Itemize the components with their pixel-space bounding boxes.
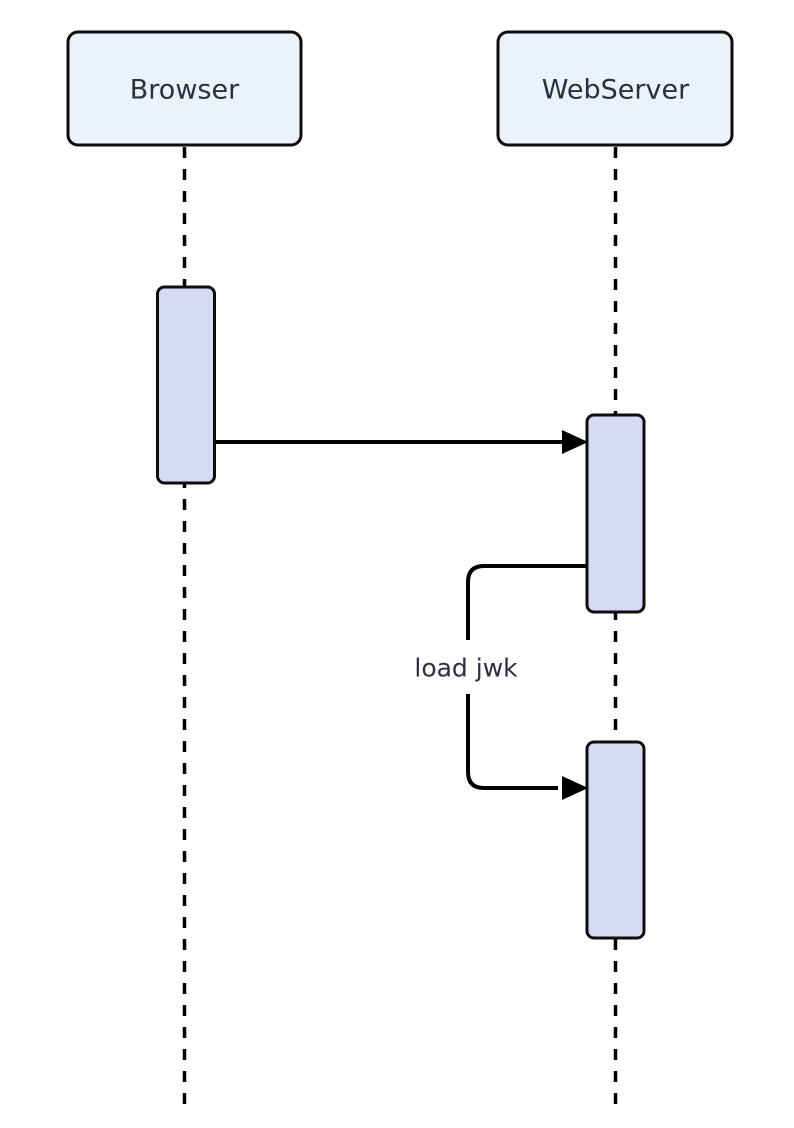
- message-browser-to-webserver: [216, 430, 588, 454]
- actor-label-webserver: WebServer: [542, 75, 690, 106]
- message-label: load jwk: [414, 654, 518, 683]
- actor-box-browser: [66, 30, 303, 147]
- activation-webserver-2: [585, 740, 646, 940]
- actor-label-browser: Browser: [130, 75, 240, 106]
- activation-webserver-1: [585, 413, 646, 614]
- arrowhead-icon: [562, 430, 588, 454]
- activation-browser: [156, 285, 216, 485]
- self-loop-top: [466, 564, 587, 640]
- arrowhead-icon: [562, 776, 588, 800]
- self-loop-bottom: [466, 694, 558, 790]
- message-webserver-self-call: load jwk: [414, 564, 588, 800]
- actor-box-webserver: [496, 30, 734, 147]
